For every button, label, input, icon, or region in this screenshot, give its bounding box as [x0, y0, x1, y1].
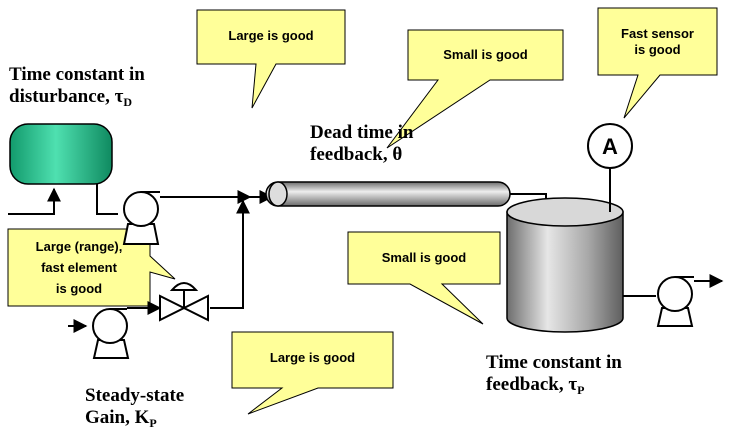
- callout-feedback-tc: [347, 231, 501, 325]
- callout-sensor-line2: is good: [634, 42, 681, 57]
- disturbance-tank: [9, 123, 113, 185]
- callout-gain: [231, 331, 394, 415]
- gain-subscript: P: [149, 416, 157, 430]
- disturbance-pump: [122, 191, 160, 245]
- disturbance-time-constant-label: Time constant in disturbance, τD: [9, 64, 145, 113]
- disturbance-tc-subscript: D: [123, 95, 133, 109]
- callout-final-element-line2: fast element: [41, 260, 117, 275]
- disturbance-tc-line1: Time constant in: [9, 64, 145, 85]
- gain-symbol: K: [134, 407, 150, 428]
- callout-final-element-line3: is good: [55, 281, 103, 296]
- callout-dead-time: [386, 29, 564, 149]
- analyzer-bubble: [587, 123, 633, 169]
- outlet-pump: [656, 276, 694, 327]
- disturbance-flow-lines: [8, 184, 118, 215]
- callout-disturbance: [196, 9, 346, 109]
- callout-feedback-tc-text: Small is good: [381, 250, 467, 265]
- gain-line1: Steady-state: [85, 385, 185, 406]
- feedback-tc-line1: Time constant in: [486, 352, 622, 373]
- feedback-tc-symbol: τ: [568, 374, 578, 395]
- disturbance-tc-symbol: τ: [114, 86, 124, 107]
- feedback-tc-subscript: P: [577, 383, 585, 397]
- feedback-time-constant-label: Time constant in feedback, τP: [486, 352, 622, 401]
- callout-final-element-line1: Large (range),: [35, 239, 123, 254]
- steady-state-gain-label: Steady-state Gain, KP: [85, 385, 184, 434]
- callout-sensor-line1: Fast sensor: [621, 26, 694, 41]
- dead-time-pipe: [265, 181, 511, 207]
- feedback-tc-line2: feedback,: [486, 374, 569, 395]
- callout-disturbance-text: Large is good: [228, 28, 314, 43]
- dead-time-label: Dead time in feedback, θ: [310, 122, 413, 166]
- feedback-vessel: [506, 197, 624, 333]
- dead-time-line1: Dead time in: [310, 122, 414, 143]
- callout-sensor: [597, 7, 718, 119]
- control-valve: [159, 282, 209, 322]
- manipulated-pump: [92, 308, 130, 359]
- callout-sensor-text: Fast sensor is good: [598, 26, 717, 58]
- disturbance-tc-line2: disturbance,: [9, 86, 115, 107]
- callout-gain-text: Large is good: [269, 350, 356, 365]
- gain-line2: Gain,: [85, 407, 135, 428]
- dead-time-line2: feedback,: [310, 144, 393, 165]
- callout-final-element-text: Large (range), fast element is good: [8, 236, 150, 299]
- manipulated-flow-lines: [68, 199, 250, 333]
- callout-dead-time-text: Small is good: [443, 47, 528, 62]
- analyzer-label: A: [602, 134, 618, 159]
- dead-time-symbol: θ: [392, 144, 403, 165]
